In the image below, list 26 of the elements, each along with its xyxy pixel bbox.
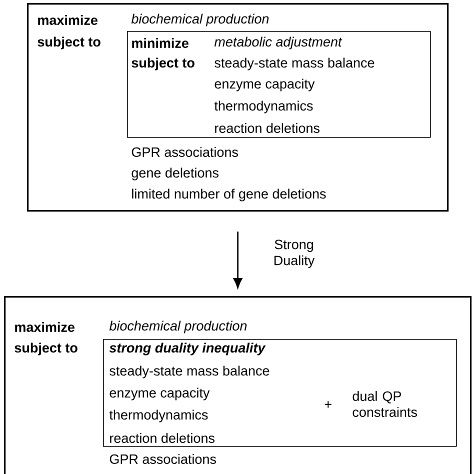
keyword-label: maximize — [15, 322, 75, 332]
keyword-label: minimize — [132, 38, 188, 48]
constraint-text: enzyme capacity — [110, 388, 210, 400]
constraint-text: reaction deletions — [215, 123, 320, 133]
constraint-text: GPR associations — [110, 454, 216, 464]
constraint-text: steady-state mass balance — [214, 58, 374, 70]
plus-sign: + — [324, 401, 332, 408]
constraint-text: reaction deletions — [110, 433, 214, 443]
keyword-label: maximize — [38, 15, 98, 25]
edge-label: Strong Duality — [274, 240, 315, 268]
constraint-text: biochemical production — [131, 14, 269, 26]
constraint-text: metabolic adjustment — [214, 36, 342, 50]
constraint-text: strong duality inequality — [109, 342, 266, 356]
keyword-label: subject to — [132, 58, 194, 70]
constraint-text: limited number of gene deletions — [132, 188, 326, 202]
constraint-text: steady-state mass balance — [110, 366, 270, 378]
constraint-text: thermodynamics — [214, 100, 313, 114]
arrow — [233, 232, 242, 288]
constraint-text: GPR associations — [132, 147, 238, 157]
constraint-text: enzyme capacity — [214, 78, 315, 92]
keyword-label: subject to — [38, 36, 100, 50]
constraint-text: dual QP constraints — [352, 391, 417, 417]
constraint-text: biochemical production — [109, 320, 247, 334]
constraint-text: gene deletions — [132, 168, 218, 180]
keyword-label: subject to — [14, 342, 78, 356]
constraint-text: thermodynamics — [109, 410, 208, 422]
